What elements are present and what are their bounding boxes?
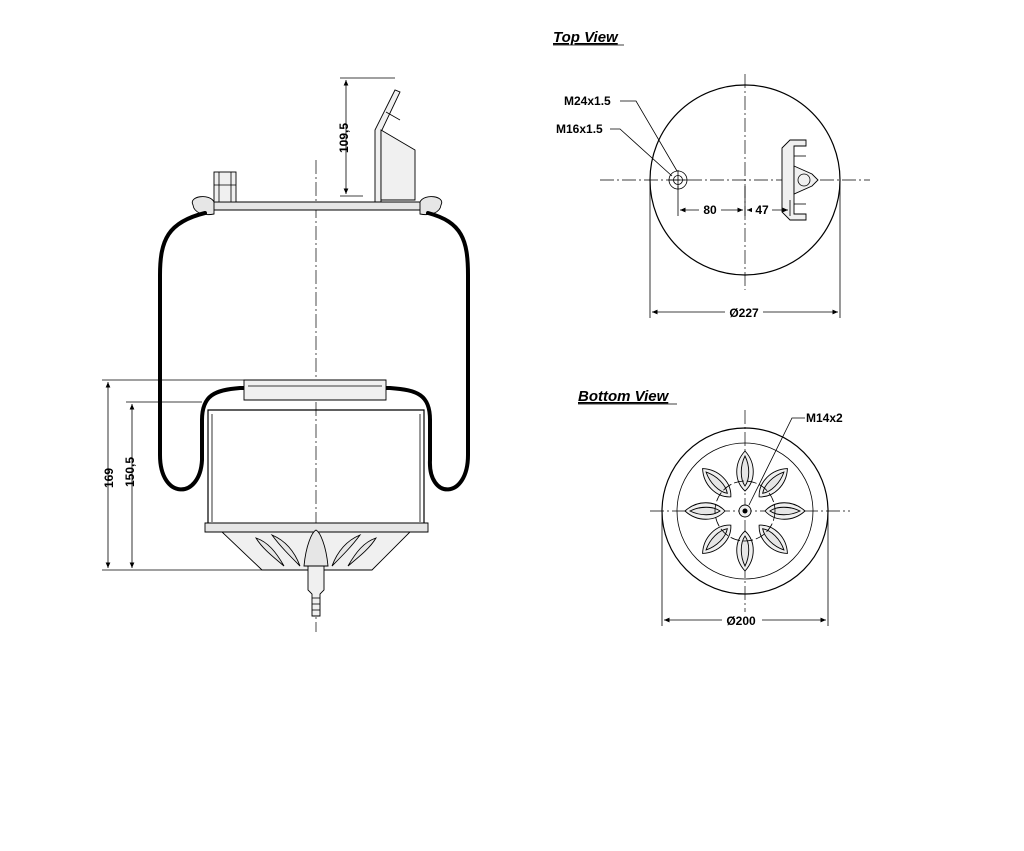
bottom-inner-ring (714, 480, 776, 542)
dim-bracket-height: 109,5 (337, 123, 351, 153)
left-crimp (191, 196, 215, 216)
top-bracket (781, 139, 819, 221)
dim-overall-height: 169 (102, 468, 116, 488)
bottom-petal (764, 502, 806, 520)
bellows-left (158, 211, 207, 492)
bottom-petal (702, 468, 732, 498)
dim-offset-a: 80 (703, 203, 717, 217)
bottom-inner-circle (676, 442, 814, 580)
bottom-outer-circle (661, 427, 829, 595)
label-thread-large: M24x1.5 (564, 94, 611, 108)
bottom-petal (684, 502, 726, 520)
dim-inner-height: 150,5 (123, 457, 137, 487)
dim-bottom-diameter: Ø200 (726, 614, 756, 628)
top-view-title: Top View (553, 29, 619, 46)
bottom-petal (736, 450, 754, 492)
piston-base-plate (204, 522, 429, 533)
base-ribs (254, 529, 378, 567)
top-plate (204, 201, 431, 211)
bottom-stud (307, 565, 325, 617)
dim-top-diameter: Ø227 (729, 306, 759, 320)
bottom-petals (684, 450, 806, 572)
side-view: 169 150,5 109,5 (102, 77, 470, 632)
bottom-petal (758, 524, 788, 554)
top-view: Top View M24x1.5 M16x1.5 (553, 29, 870, 320)
bottom-petal (758, 468, 788, 498)
bottom-petal (736, 530, 754, 572)
bracket-gusset (380, 129, 416, 201)
bottom-petal (702, 524, 732, 554)
dim-offset-b: 47 (755, 203, 769, 217)
right-crimp (419, 196, 443, 216)
top-stud (213, 171, 237, 203)
top-plate-outline (649, 84, 841, 276)
bellows-right (426, 211, 470, 492)
piston-top-ring (243, 379, 387, 401)
label-bottom-thread: M14x2 (806, 411, 843, 425)
bottom-view-title: Bottom View (578, 388, 670, 405)
label-thread-small: M16x1.5 (556, 122, 603, 136)
bottom-view: Bottom View M14x2 Ø200 (578, 388, 850, 628)
